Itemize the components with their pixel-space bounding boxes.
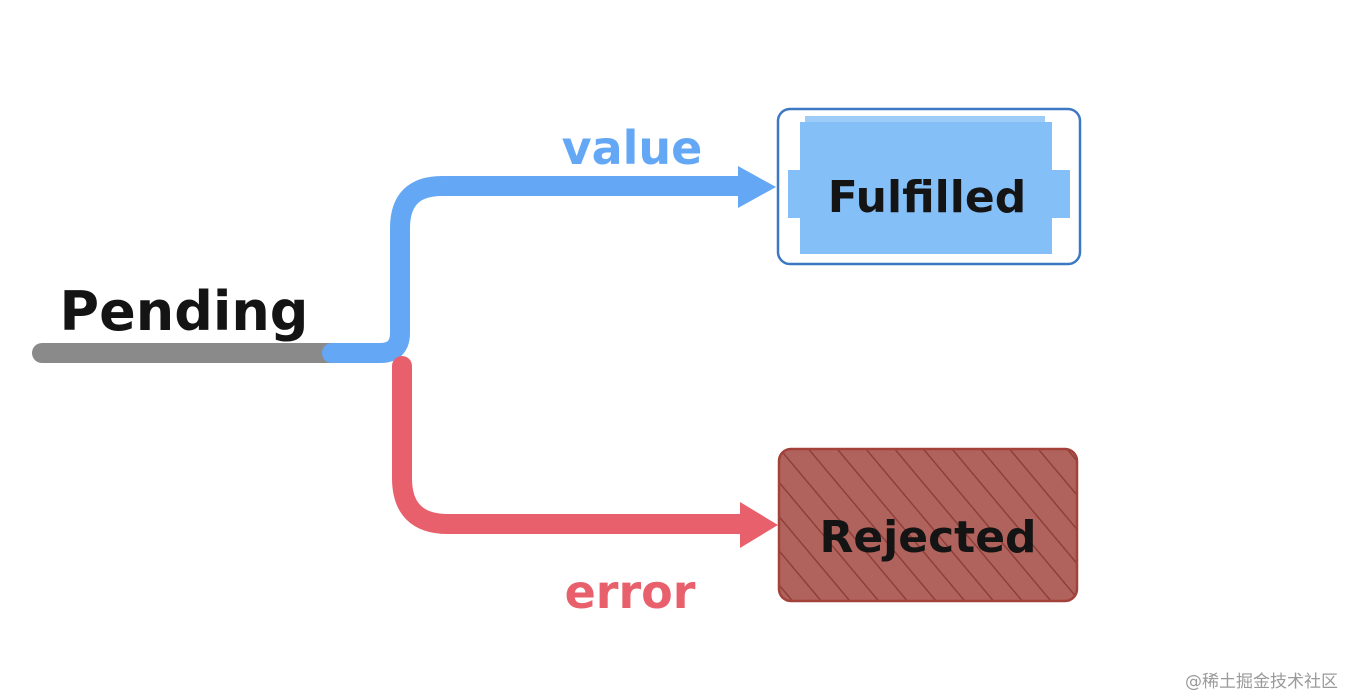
fulfilled-state-box <box>776 107 1082 266</box>
watermark: @稀土掘金技术社区 <box>1185 672 1338 692</box>
fulfill-arrowhead <box>738 166 776 208</box>
reject-arrowhead <box>740 502 778 548</box>
fulfill-transition-label: value <box>562 121 703 175</box>
fulfilled-state-label: Fulfilled <box>828 172 1026 223</box>
rejected-state-label: Rejected <box>819 512 1036 563</box>
rejected-state-box <box>777 447 1079 603</box>
pending-label: Pending <box>60 280 309 343</box>
fulfill-arrow-path <box>322 176 752 363</box>
reject-arrow-path <box>392 356 754 534</box>
reject-transition-label: error <box>565 565 696 619</box>
